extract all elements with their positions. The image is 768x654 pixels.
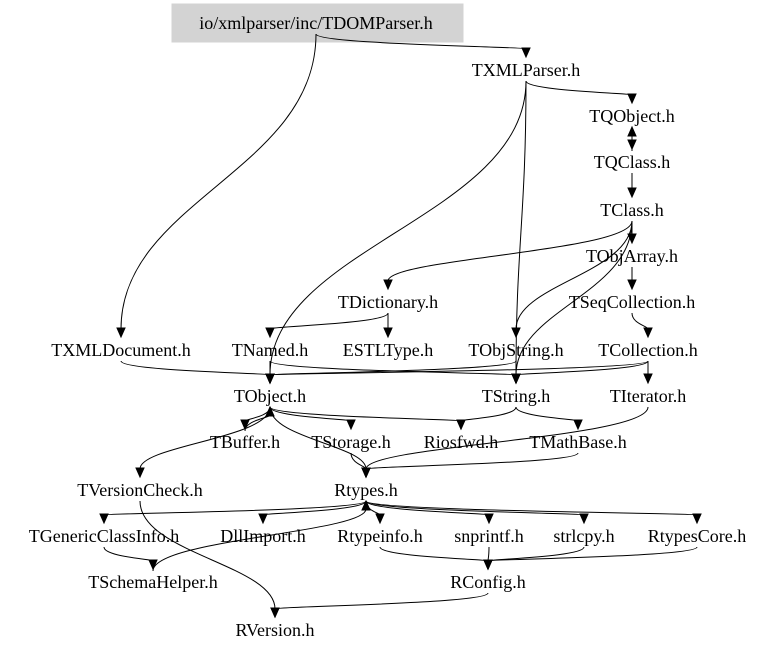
edge-tdictionary-to-tnamed-arrowhead (265, 327, 275, 339)
node-tobjstring: TObjString.h (468, 340, 563, 360)
edge-tstring-to-riosfwd-arrowhead (456, 419, 466, 431)
edge-tschemahelper-to-rtypes (152, 508, 367, 572)
edge-tdomparser-to-txmldocument-arrowhead (116, 327, 126, 339)
edge-rtypes-to-strlcpy-arrowhead (579, 513, 589, 525)
edge-titerator-to-rtypes-arrowhead (361, 467, 371, 479)
edge-tclass-to-tstring (515, 220, 633, 376)
edge-rtypes-to-snprintf (365, 500, 490, 516)
node-rversion: RVersion.h (235, 620, 314, 640)
edge-tobject-to-tbuffer-arrowhead (240, 419, 250, 431)
edge-rtypes-to-strlcpy (365, 500, 585, 516)
edge-txmlparser-to-tqobject (525, 80, 633, 96)
node-tdomparser: io/xmlparser/inc/TDOMParser.h (199, 13, 432, 33)
edge-tobject-to-tbuffer (244, 406, 271, 422)
node-rtypes: Rtypes.h (334, 480, 398, 500)
edge-rtypes-to-rtypeinfo-arrowhead (375, 513, 385, 525)
edges-layer (99, 33, 702, 619)
node-txmldocument: TXMLDocument.h (51, 340, 190, 360)
edge-tnamed-to-tstring (269, 360, 517, 376)
edge-tmathbase-to-rtypes (365, 452, 579, 470)
edge-tobject-to-tversioncheck-arrowhead (135, 467, 145, 479)
edge-rtypes-to-dllimport-arrowhead (258, 513, 268, 525)
edge-tstring-to-tmathbase (515, 406, 579, 422)
edge-tgenericclassinfo-to-tschemahelper (103, 546, 154, 562)
edge-rtypescore-to-rconfig-arrowhead (483, 559, 493, 571)
edge-rtypes-to-tgenericclassinfo (103, 500, 367, 516)
edge-tdomparser-to-txmlparser (315, 33, 527, 50)
edge-txmlparser-to-tobject (269, 80, 527, 376)
node-tdictionary: TDictionary.h (338, 292, 438, 312)
edge-tqclass-to-tclass-arrowhead (627, 187, 637, 199)
edge-tclass-to-tobjstring (515, 220, 633, 330)
edge-tobjstring-to-tobject (269, 360, 517, 376)
node-tstring: TString.h (482, 386, 551, 406)
edge-tschemahelper-to-rtypes-arrowhead (361, 499, 371, 511)
edge-tobjarray-to-tseqcollection-arrowhead (627, 279, 637, 291)
node-titerator: TIterator.h (610, 386, 686, 406)
edge-tgenericclassinfo-to-tschemahelper-arrowhead (148, 559, 158, 571)
edge-rtypes-to-rtypescore (365, 500, 698, 516)
node-riosfwd: Riosfwd.h (424, 432, 499, 452)
edge-tstring-to-riosfwd (460, 406, 517, 422)
edge-rtypescore-to-rconfig (487, 546, 698, 562)
edge-titerator-to-rtypes (365, 406, 649, 470)
edge-snprintf-to-rconfig (487, 546, 490, 562)
edge-tcollection-to-titerator-arrowhead (643, 373, 653, 385)
node-tseqcollection: TSeqCollection.h (569, 292, 695, 312)
node-rconfig: RConfig.h (450, 572, 526, 592)
edge-tclass-to-tdictionary-arrowhead (383, 279, 393, 291)
edge-rtypes-to-tgenericclassinfo-arrowhead (99, 513, 109, 525)
edge-tqclass-to-tqobject-arrowhead (627, 125, 637, 137)
edge-tdictionary-to-estltype-arrowhead (383, 327, 393, 339)
node-tbuffer: TBuffer.h (210, 432, 280, 452)
edge-tcollection-to-tobject-arrowhead (265, 373, 275, 385)
edge-tobject-to-riosfwd (269, 406, 462, 422)
edge-rtypes-to-rtypescore-arrowhead (692, 513, 702, 525)
node-txmlparser: TXMLParser.h (472, 60, 580, 80)
node-tversioncheck: TVersionCheck.h (77, 480, 202, 500)
node-strlcpy: strlcpy.h (553, 526, 614, 546)
node-tqobject: TQObject.h (589, 106, 674, 126)
edge-tbuffer-to-tobject-arrowhead (265, 405, 275, 417)
node-dllimport: DllImport.h (220, 526, 306, 546)
edge-tdomparser-to-txmlparser-arrowhead (521, 47, 531, 59)
node-tqclass: TQClass.h (594, 152, 671, 172)
edge-rtypes-to-snprintf-arrowhead (484, 513, 494, 525)
edge-tobject-to-tstorage-arrowhead (346, 419, 356, 431)
nodes-layer: io/xmlparser/inc/TDOMParser.hTXMLParser.… (29, 13, 746, 640)
node-tnamed: TNamed.h (232, 340, 308, 360)
node-tmathbase: TMathBase.h (529, 432, 626, 452)
node-rtypeinfo: Rtypeinfo.h (337, 526, 423, 546)
edge-tversioncheck-to-rversion (139, 500, 276, 610)
edge-tcollection-to-tstring (515, 360, 649, 376)
node-rtypescore: RtypesCore.h (648, 526, 747, 546)
edge-rconfig-to-rversion-arrowhead (270, 607, 280, 619)
node-snprintf: snprintf.h (454, 526, 524, 546)
edge-rconfig-to-rversion (274, 592, 489, 610)
node-tgenericclassinfo: TGenericClassInfo.h (29, 526, 179, 546)
node-tstorage: TStorage.h (311, 432, 390, 452)
edge-tstring-to-tmathbase-arrowhead (573, 419, 583, 431)
node-estltype: ESTLType.h (343, 340, 434, 360)
edge-tseqcollection-to-tcollection (631, 312, 649, 330)
edge-tcollection-to-tobject (269, 360, 649, 376)
edge-tclass-to-tobjstring-arrowhead (511, 327, 521, 339)
node-tcollection: TCollection.h (598, 340, 697, 360)
node-tschemahelper: TSchemaHelper.h (88, 572, 217, 592)
edge-rtypeinfo-to-rconfig (379, 546, 489, 562)
edge-txmldocument-to-tobject (120, 360, 271, 376)
edge-tseqcollection-to-tcollection-arrowhead (643, 327, 653, 339)
node-tclass: TClass.h (600, 200, 664, 220)
edge-tclass-to-tdictionary (387, 220, 633, 282)
edge-tcollection-to-tstring-arrowhead (511, 373, 521, 385)
edge-tobject-to-rtypes (269, 406, 367, 470)
node-tobject: TObject.h (234, 386, 306, 406)
edge-txmlparser-to-tqobject-arrowhead (627, 93, 637, 105)
edge-tdomparser-to-txmldocument (120, 33, 317, 330)
node-tobjarray: TObjArray.h (586, 246, 678, 266)
